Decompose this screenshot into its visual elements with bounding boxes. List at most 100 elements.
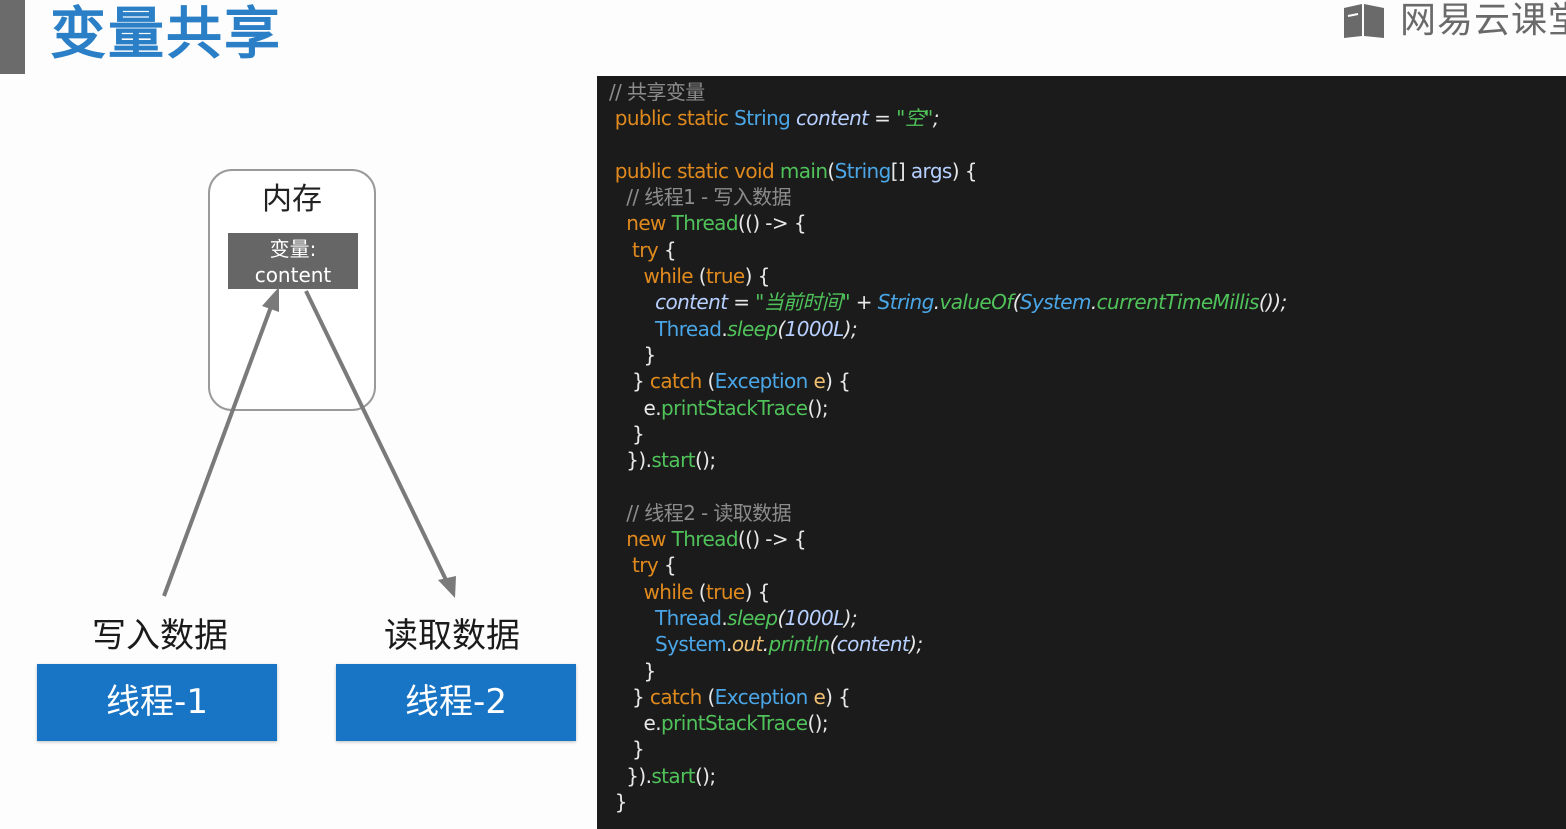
code-line: content = "当前时间" + String.valueOf(System… [609,289,1566,315]
read-data-label: 读取数据 [384,616,520,656]
code-token: (() -> { [737,527,807,552]
code-token: } [609,658,657,683]
code-line: // 共享变量 [609,79,1566,105]
book-icon [1344,4,1384,38]
code-line: public static void main(String[] args) { [609,158,1566,184]
code-token: System [609,632,727,657]
code-token: "空" [896,106,933,131]
code-token: = [727,290,756,315]
brand-logo: 网易云课堂 [1342,0,1566,42]
code-line: }).start(); [609,763,1566,789]
code-token: catch [649,684,708,709]
code-line [609,132,1566,158]
code-token: . [933,290,940,315]
code-token: } [609,737,645,762]
code-token: { [658,237,677,262]
code-line: }).start(); [609,447,1566,473]
code-token: content [836,632,910,657]
code-line: try { [609,552,1566,578]
code-token: System [1019,290,1092,315]
code-token: ) { [825,684,851,709]
thread-2-box: 线程-2 [336,664,576,741]
code-line: } [609,736,1566,762]
code-line: e.printStackTrace(); [609,710,1566,736]
code-line: while (true) { [609,263,1566,289]
code-token: currentTimeMillis [1096,290,1260,315]
code-token: } [609,421,645,446]
code-token: ( [698,579,707,604]
code-panel: // 共享变量 public static String content = "… [597,76,1566,829]
brand-name: 网易云课堂 [1400,0,1566,41]
code-token: = [868,106,897,131]
code-line: System.out.println(content); [609,631,1566,657]
code-token: catch [649,369,708,394]
code-token: Exception [714,684,814,709]
code-token: ( [698,264,707,289]
code-token: . [721,316,728,341]
code-token: (); [807,711,828,736]
code-token: { [658,553,677,578]
code-token: e. [609,395,662,420]
code-token: printStackTrace [661,711,808,736]
code-token: true [705,264,745,289]
code-token: (); [807,395,828,420]
code-token: ( [777,316,785,341]
code-line: new Thread(() -> { [609,210,1566,236]
code-token: // 线程1 - 写入数据 [609,185,791,210]
thread-1-box: 线程-1 [37,664,277,741]
code-token: String [834,158,892,183]
code-token: Thread [609,316,722,341]
code-token [609,290,655,314]
code-line: Thread.sleep(1000L); [609,316,1566,342]
code-token: printStackTrace [661,395,808,420]
code-line: public static String content = "空"; [609,105,1566,131]
memory-box: 内存 变量: content [208,169,376,411]
read-arrowhead [438,576,456,598]
code-line: } [609,421,1566,447]
code-token: e [813,369,826,394]
code-token: Exception [714,369,814,394]
code-token: 1000L [784,316,845,341]
code-token: new [609,211,672,236]
memory-sharing-diagram: 内存 变量: content 写入数据 读取数据 线程-1 线程-2 [0,80,597,829]
code-token: new [609,527,672,552]
code-line: } [609,789,1566,815]
code-token: ( [1012,290,1021,315]
code-token: ); [843,316,858,341]
code-token: out [731,632,764,657]
code-token: sleep [727,605,778,630]
code-token: } [609,369,650,394]
write-arrowhead [262,287,279,312]
code-token: println [768,632,831,657]
code-token: "当前时间" [755,290,850,315]
code-line: } catch (Exception e) { [609,684,1566,710]
code-token: Thread [671,527,739,552]
code-token: try [609,237,659,262]
code-token: try [609,553,659,578]
code-token: 1000L [784,605,845,630]
code-token: public static void [609,158,780,183]
code-line: } [609,342,1566,368]
code-token: . [721,605,728,630]
code-token: // 共享变量 [609,80,705,104]
code-token: . [762,632,769,657]
code-token: . [1090,290,1097,315]
code-token: ) { [825,369,851,394]
code-token: ) { [744,264,771,289]
memory-label: 内存 [262,182,322,217]
code-token: ( [707,369,715,394]
code-token: ( [707,684,715,709]
code-token: public static [609,106,735,131]
code-token: args [910,158,952,183]
code-token: start [651,448,695,473]
code-token: ( [777,605,785,630]
code-token: true [705,579,745,604]
code-token: } [609,342,657,367]
code-token: ()); [1258,290,1287,315]
code-line: while (true) { [609,579,1566,605]
code-token: start [651,763,695,788]
code-token: while [609,579,699,604]
code-line: new Thread(() -> { [609,526,1566,552]
code-token: String [877,290,935,315]
code-line: try { [609,237,1566,263]
